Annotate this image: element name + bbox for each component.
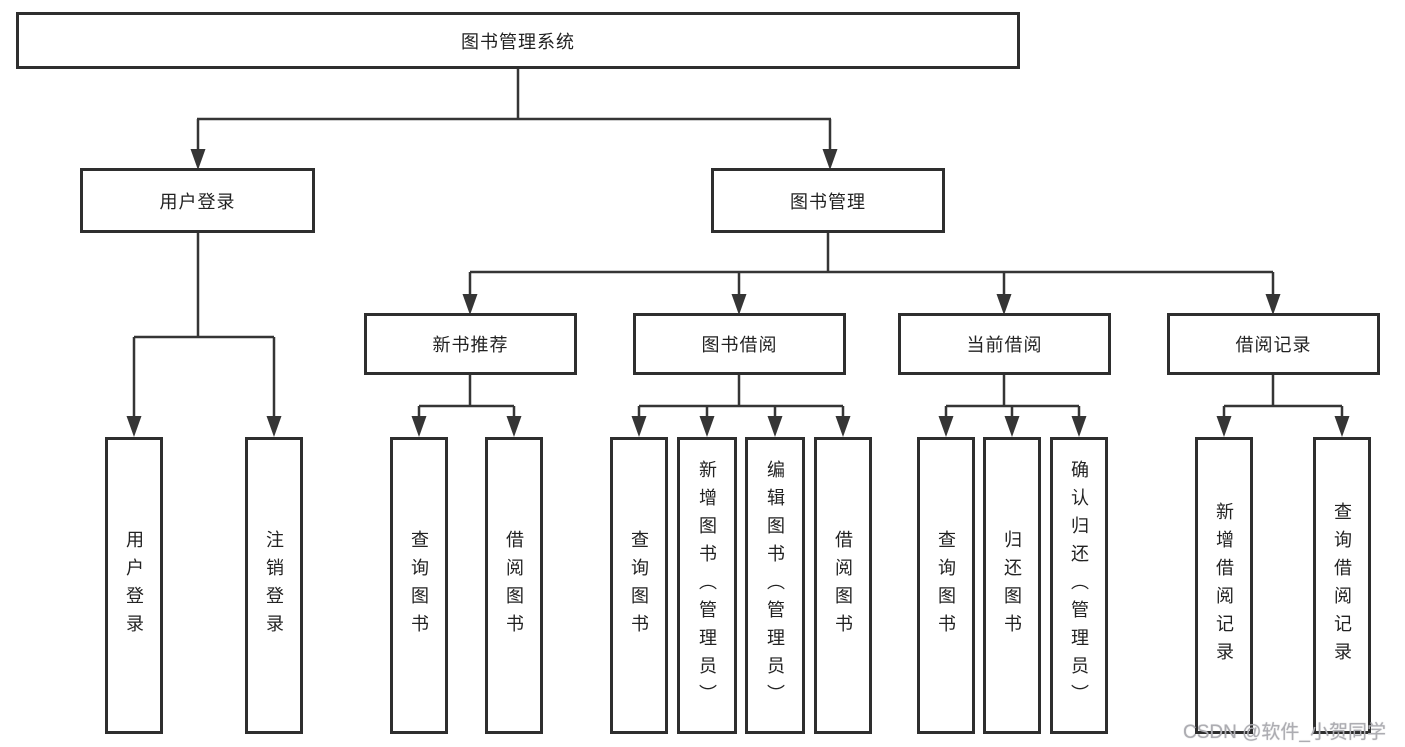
node-label: 查询图书 xyxy=(936,529,956,642)
leaf-user-login: 用户登录 xyxy=(105,437,163,734)
node-label: 注销登录 xyxy=(264,529,284,642)
node-book-borrow: 图书借阅 xyxy=(633,313,846,375)
node-label: 归还图书 xyxy=(1002,529,1022,642)
node-label: 借阅图书 xyxy=(833,529,853,642)
leaf-query-books: 查询图书 xyxy=(610,437,668,734)
node-label: 查询图书 xyxy=(409,529,429,642)
node-label: 新增借阅记录 xyxy=(1214,501,1234,670)
node-label: 图书管理系统 xyxy=(461,31,575,52)
node-label: 用户登录 xyxy=(124,529,144,642)
node-user-login: 用户登录 xyxy=(80,168,315,233)
node-label: 查询图书 xyxy=(629,529,649,642)
node-label: 编辑图书（管理员） xyxy=(765,459,785,712)
node-label: 新书推荐 xyxy=(432,335,509,355)
leaf-query-books: 查询图书 xyxy=(917,437,975,734)
node-label: 借阅图书 xyxy=(504,529,524,642)
node-current-borrow: 当前借阅 xyxy=(898,313,1111,375)
node-label: 查询借阅记录 xyxy=(1332,501,1352,670)
node-root-system: 图书管理系统 xyxy=(16,12,1020,69)
leaf-add-borrow-record: 新增借阅记录 xyxy=(1195,437,1253,734)
leaf-borrow-books: 借阅图书 xyxy=(485,437,543,734)
leaf-logout: 注销登录 xyxy=(245,437,303,734)
leaf-add-book-admin: 新增图书（管理员） xyxy=(677,437,737,734)
node-label: 新增图书（管理员） xyxy=(697,459,717,712)
leaf-edit-book-admin: 编辑图书（管理员） xyxy=(745,437,805,734)
leaf-return-book: 归还图书 xyxy=(983,437,1041,734)
node-new-book-recommend: 新书推荐 xyxy=(364,313,577,375)
node-label: 当前借阅 xyxy=(966,335,1043,355)
node-borrow-record: 借阅记录 xyxy=(1167,313,1380,375)
leaf-borrow-books: 借阅图书 xyxy=(814,437,872,734)
leaf-confirm-return-admin: 确认归还（管理员） xyxy=(1050,437,1108,734)
node-label: 确认归还（管理员） xyxy=(1069,459,1089,712)
leaf-query-borrow-record: 查询借阅记录 xyxy=(1313,437,1371,734)
node-label: 借阅记录 xyxy=(1235,335,1312,355)
leaf-query-books: 查询图书 xyxy=(390,437,448,734)
node-book-management: 图书管理 xyxy=(711,168,945,233)
csdn-watermark: CSDN @软件_小贺同学 xyxy=(1183,722,1386,743)
node-label: 用户登录 xyxy=(159,191,236,212)
arrowheads xyxy=(126,149,1350,437)
node-label: 图书借阅 xyxy=(701,335,778,355)
node-label: 图书管理 xyxy=(790,191,866,212)
